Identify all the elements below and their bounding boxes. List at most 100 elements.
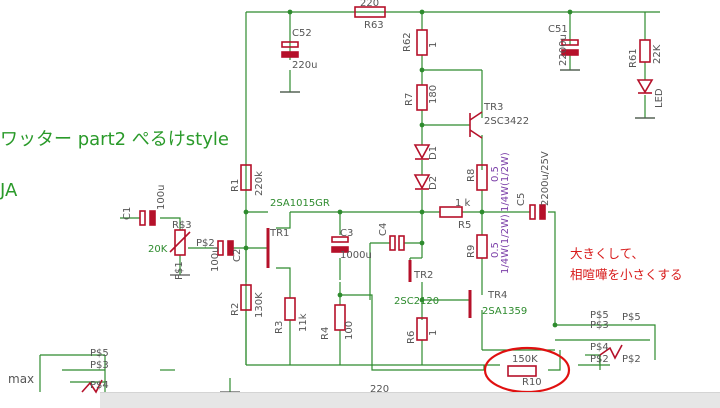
led-symbol[interactable] (636, 79, 654, 94)
label-C4: C4 (378, 223, 389, 236)
cap-C3-plus[interactable] (331, 236, 349, 243)
pin-right-3: P$5 (622, 312, 641, 323)
pin-right-6: P$2 (622, 354, 641, 365)
resistor-R1[interactable] (240, 164, 252, 191)
pin-left-2: P$3 (90, 360, 109, 371)
label-bottom-cut: 220 (370, 384, 389, 395)
label-R9: R9 (466, 245, 477, 258)
label-R63-value: R63 (364, 20, 384, 31)
label-TR4-value: 2SA1359 (482, 306, 527, 317)
label-R2-value: 130K (254, 292, 265, 318)
label-R4-value: 100 (344, 321, 355, 340)
cap-C3-minus[interactable] (331, 246, 349, 253)
label-D2: D2 (428, 176, 439, 190)
label-R1: R1 (230, 179, 241, 192)
label-R61-value: 22K (652, 44, 663, 64)
cap-C1-plus[interactable] (139, 210, 146, 226)
label-C5: C5 (516, 193, 527, 206)
resistor-R4[interactable] (334, 304, 346, 331)
resistor-R7[interactable] (416, 84, 428, 111)
label-TR1: TR1 (269, 228, 289, 239)
title-line1: ワッター part2 ぺるけstyle (0, 129, 229, 150)
cap-C5-plus[interactable] (529, 204, 536, 220)
left-pot-symbol[interactable] (81, 379, 103, 394)
label-max: max (8, 372, 35, 386)
horizontal-scrollbar[interactable] (100, 392, 720, 408)
title-line2: JA (0, 180, 18, 201)
pin-right-4: P$4 (590, 342, 609, 353)
label-C3: C3 (340, 228, 353, 239)
label-C5-value: 2200u/25V (540, 151, 551, 206)
label-TR4: TR4 (487, 290, 507, 301)
resistor-R5[interactable] (439, 206, 463, 218)
label-R5-value: 1 k (455, 198, 471, 209)
cap-C51-minus[interactable] (561, 49, 579, 56)
label-C2-value: 100u (210, 247, 221, 272)
label-C2: C2 (232, 249, 243, 262)
label-R6-value: 1 (428, 330, 439, 336)
cap-C4-b[interactable] (398, 235, 405, 251)
cap-C2-plus[interactable] (217, 240, 224, 256)
label-R2: R2 (230, 303, 241, 316)
pin-right-1: P$5 (590, 310, 609, 321)
label-R3-pin: R$3 (172, 220, 192, 231)
label-P1: P$1 (174, 261, 185, 280)
label-C51-value: 2200u (558, 34, 569, 66)
label-R1-value: 220k (254, 171, 265, 196)
label-C52-value: 220u (292, 60, 317, 71)
label-D1: D1 (428, 146, 439, 160)
label-P2: P$2 (196, 238, 215, 249)
label-C52: C52 (292, 28, 312, 39)
label-R7: R7 (404, 93, 415, 106)
right-pot-symbol[interactable] (599, 344, 623, 360)
resistor-R8[interactable] (476, 164, 488, 191)
resistor-R6[interactable] (416, 317, 428, 341)
label-R9-power: 1/4W(1/2W) (500, 214, 511, 274)
label-R3: R3 (274, 321, 285, 334)
label-R8: R8 (466, 169, 477, 182)
resistor-R63[interactable] (354, 6, 386, 18)
cap-C52-plus[interactable] (281, 41, 299, 48)
cap-C4-a[interactable] (389, 235, 396, 251)
cap-C2-minus[interactable] (227, 240, 234, 256)
label-R6: R6 (406, 331, 417, 344)
label-R10: R10 (522, 377, 542, 388)
label-R4: R4 (320, 327, 331, 340)
label-TR1-value: 2SA1015GR (270, 198, 330, 209)
label-TR3: TR3 (483, 102, 503, 113)
pin-left-3: P$4 (90, 380, 109, 391)
label-TR2-value: 2SC2120 (394, 296, 439, 307)
label-TR3-value: 2SC3422 (484, 116, 529, 127)
label-R61: R61 (628, 48, 639, 68)
cap-C52-minus[interactable] (281, 51, 299, 58)
potentiometer-VR[interactable] (174, 229, 186, 256)
resistor-R9[interactable] (476, 234, 488, 259)
label-R7-value: 180 (428, 85, 439, 104)
cap-C51-plus[interactable] (561, 39, 579, 46)
cap-C1-minus[interactable] (149, 210, 156, 226)
pin-right-5: P$2 (590, 354, 609, 365)
label-R62: R62 (402, 32, 413, 52)
junctions (243, 9, 573, 328)
wires (39, 11, 660, 392)
diode-D2[interactable] (413, 174, 431, 190)
label-R9-value: 0.5 (490, 242, 501, 258)
label-C1: C1 (122, 207, 133, 220)
resistor-R61[interactable] (639, 39, 651, 63)
diode-D1[interactable] (413, 144, 431, 160)
label-TR2: TR2 (413, 270, 433, 281)
resistor-R10[interactable] (507, 365, 537, 377)
resistor-R2[interactable] (240, 284, 252, 311)
label-R8-power: 1/4W(1/2W) (500, 152, 511, 212)
label-LED: LED (654, 88, 665, 108)
resistor-R3[interactable] (284, 297, 296, 321)
label-C3-value: 1000u (340, 250, 372, 261)
label-R5: R5 (458, 220, 471, 231)
resistor-R62[interactable] (416, 29, 428, 56)
label-C51: C51 (548, 24, 568, 35)
pin-left-1: P$5 (90, 348, 109, 359)
cap-C5-minus[interactable] (539, 204, 546, 220)
label-top-cut: 220 (360, 0, 379, 9)
